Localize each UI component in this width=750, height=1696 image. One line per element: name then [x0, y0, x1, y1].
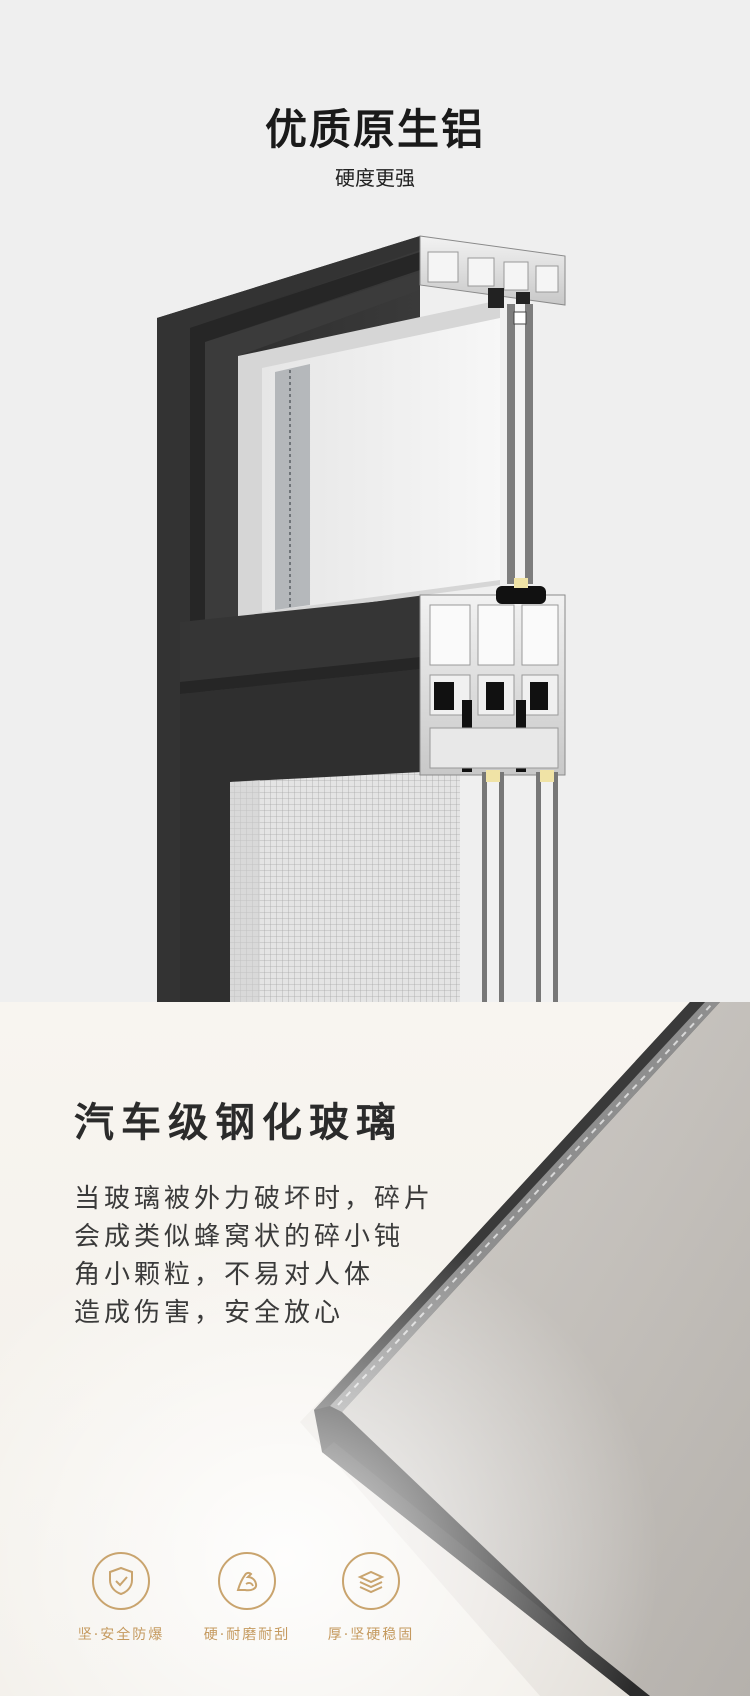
layers-icon	[342, 1552, 400, 1610]
feature-label: 硬·耐磨耐刮	[203, 1627, 291, 1643]
window-frame-illustration	[157, 235, 566, 1002]
feature-list: 坚·安全防爆 硬·耐磨耐刮	[66, 1552, 466, 1652]
section-title: 优质原生铝	[264, 105, 485, 154]
description-line: 当玻璃被外力破坏时，碎片	[74, 1184, 435, 1214]
feature-item-hardness: 硬·耐磨耐刮	[192, 1552, 302, 1644]
description-line: 角小颗粒，不易对人体	[74, 1260, 375, 1290]
description-line: 造成伤害，安全放心	[74, 1298, 345, 1328]
shield-check-icon	[92, 1552, 150, 1610]
feature-label: 坚·安全防爆	[77, 1627, 165, 1643]
section-subtitle: 硬度更强	[335, 166, 415, 190]
section-title: 汽车级钢化玻璃	[74, 1100, 403, 1146]
description-line: 会成类似蜂窝状的碎小钝	[74, 1222, 405, 1252]
aluminum-section: 优质原生铝 硬度更强	[157, 105, 566, 1002]
feature-label: 厚·坚硬稳固	[327, 1627, 415, 1643]
strong-arm-icon	[218, 1552, 276, 1610]
tempered-glass-section: 汽车级钢化玻璃 当玻璃被外力破坏时，碎片 会成类似蜂窝状的碎小钝 角小颗粒，不易…	[0, 1002, 750, 1696]
section-description: 当玻璃被外力破坏时，碎片 会成类似蜂窝状的碎小钝 角小颗粒，不易对人体 造成伤害…	[74, 1180, 474, 1332]
feature-item-safety: 坚·安全防爆	[66, 1552, 176, 1644]
feature-item-thickness: 厚·坚硬稳固	[316, 1552, 426, 1644]
